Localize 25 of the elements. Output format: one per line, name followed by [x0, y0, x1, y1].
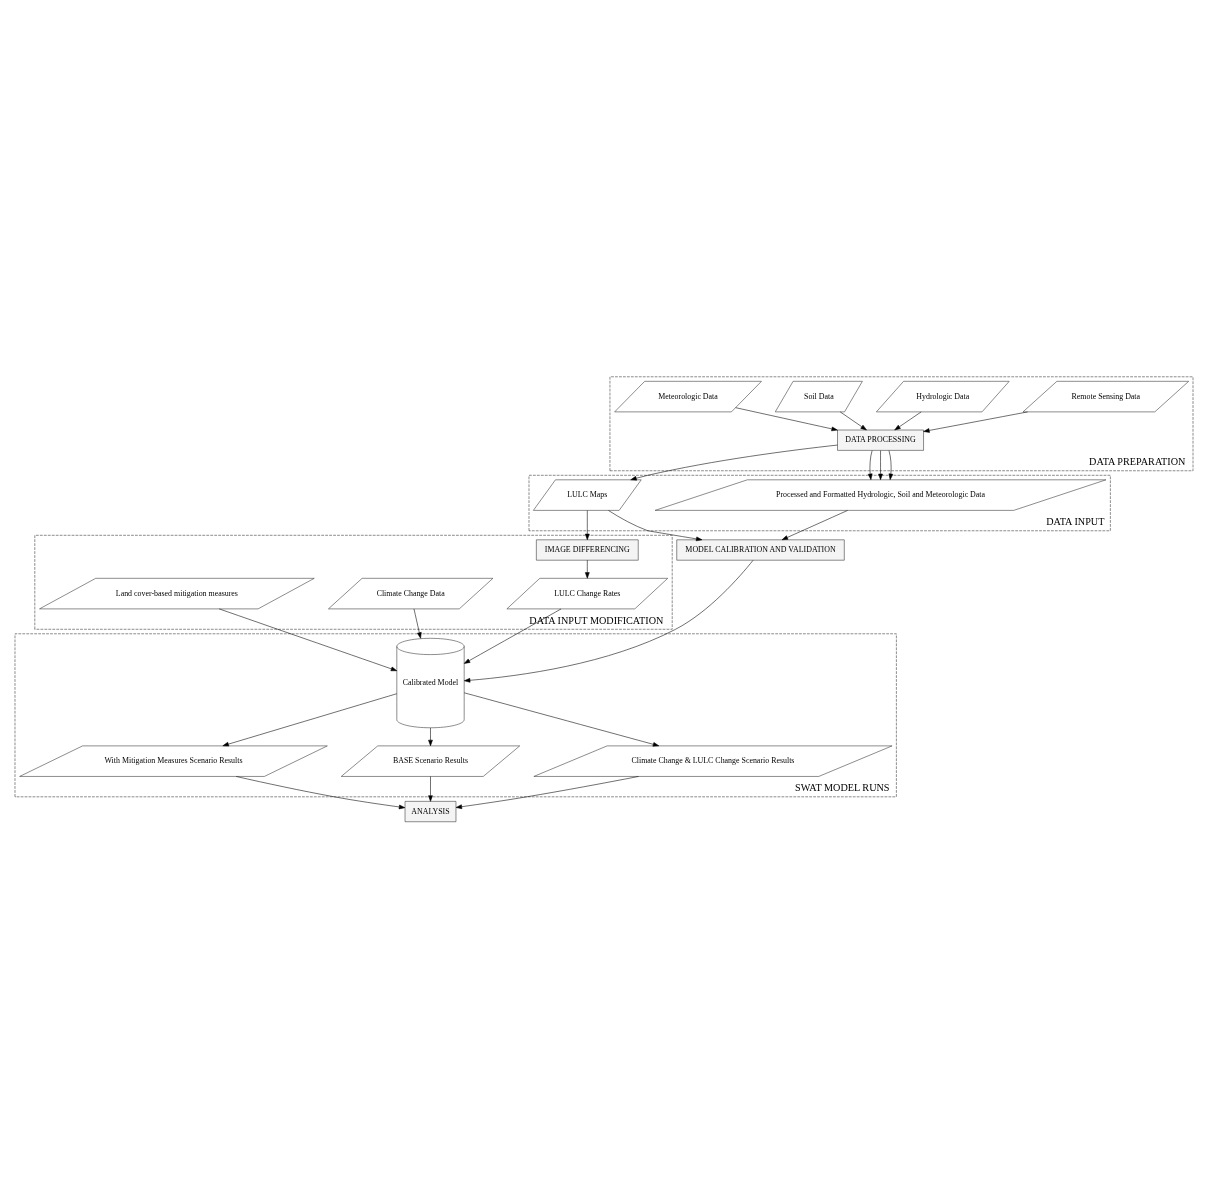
arrow [894, 411, 922, 431]
arrow [428, 776, 433, 802]
arrow [735, 407, 838, 432]
arrow [464, 692, 660, 747]
arrow [455, 776, 639, 809]
arrow [413, 608, 422, 639]
arrow [888, 450, 894, 480]
node-box: IMAGE DIFFERENCING [536, 539, 639, 561]
arrow [839, 411, 867, 431]
arrow [630, 444, 838, 481]
arrow [428, 727, 433, 747]
arrow [464, 560, 754, 683]
arrow [608, 510, 703, 542]
arrow [236, 776, 406, 810]
arrow [222, 693, 397, 747]
node-box: MODEL CALIBRATION AND VALIDATION [676, 539, 845, 561]
arrow [878, 450, 883, 480]
arrow [781, 510, 848, 541]
node-box: DATA PROCESSING [837, 429, 924, 451]
arrow [923, 411, 1028, 433]
arrow [585, 510, 590, 541]
arrow [867, 450, 873, 480]
node-box: ANALYSIS [404, 801, 457, 823]
arrow [218, 608, 398, 672]
arrow [585, 559, 590, 579]
